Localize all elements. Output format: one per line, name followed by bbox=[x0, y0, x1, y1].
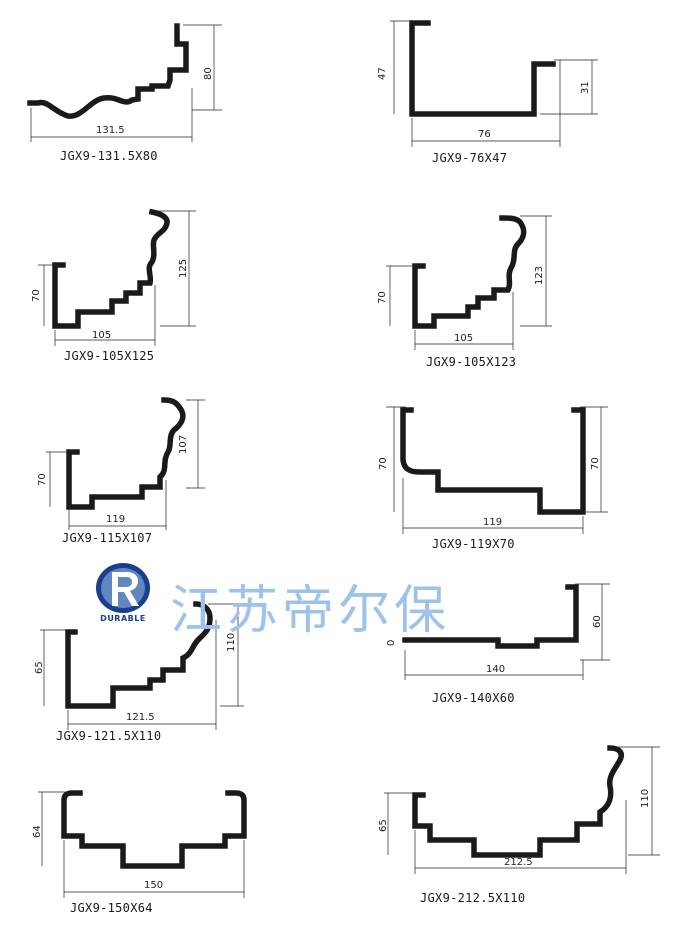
profile-p2-dims: 47 76 31 bbox=[377, 20, 598, 147]
profile-p7-outline bbox=[65, 601, 213, 709]
profile-p3-height-dim-left: 70 bbox=[31, 289, 42, 302]
profile-p2: 47 76 31 JGX9-76X47 bbox=[377, 20, 598, 165]
profile-p10-height-dim-left: 65 bbox=[378, 819, 389, 832]
profile-p3-width-dim: 105 bbox=[92, 330, 111, 341]
profile-p8-small-dim: 0 bbox=[386, 640, 397, 646]
profile-p6: 70 119 70 JGX9-119X70 bbox=[378, 406, 608, 551]
profile-p8: 0 140 60 JGX9-140X60 bbox=[386, 583, 610, 705]
profile-p10-height-dim-right: 110 bbox=[640, 789, 651, 808]
profile-p3-outline bbox=[52, 208, 170, 329]
profile-p8-width-dim: 140 bbox=[486, 664, 505, 675]
profile-p4: 70 105 123 JGX9-105X123 bbox=[377, 215, 552, 369]
profile-p5-width-dim: 119 bbox=[106, 514, 125, 525]
profile-p1-dims: 131.5 80 bbox=[30, 24, 222, 142]
logo-wordmark: DURABLE bbox=[100, 614, 146, 623]
profile-p9-width-dim: 150 bbox=[144, 880, 163, 891]
profile-p9: 64 150 JGX9-150X64 bbox=[32, 790, 247, 915]
profile-p8-label: JGX9-140X60 bbox=[432, 691, 515, 705]
profile-p7-height-dim-left: 65 bbox=[34, 661, 45, 674]
profile-p6-height-dim-left: 70 bbox=[378, 457, 389, 470]
profile-p8-height-dim-right: 60 bbox=[592, 615, 603, 628]
profile-p1: 131.5 80 JGX9-131.5X80 bbox=[27, 23, 222, 163]
profile-p4-height-dim-right: 123 bbox=[534, 266, 545, 285]
profile-p8-outline bbox=[402, 584, 579, 649]
profile-p1-width-dim: 131.5 bbox=[96, 125, 125, 136]
profile-p10: 65 212.5 110 JGX9-212.5X110 bbox=[378, 745, 660, 905]
profile-p9-label: JGX9-150X64 bbox=[70, 901, 153, 915]
profile-p2-outline bbox=[409, 20, 556, 117]
profile-p9-height-dim: 64 bbox=[32, 825, 43, 838]
profile-p10-label: JGX9-212.5X110 bbox=[420, 891, 525, 905]
profile-p3-dims: 70 105 125 bbox=[31, 210, 196, 346]
profile-p5: 70 119 107 JGX9-115X107 bbox=[37, 397, 205, 545]
profile-p5-height-dim-right: 107 bbox=[178, 435, 189, 454]
profile-p4-outline bbox=[412, 215, 527, 329]
profile-p1-outline bbox=[27, 23, 189, 119]
profile-p9-dims: 64 150 bbox=[32, 791, 245, 898]
company-name-watermark: 江苏帝尔保 bbox=[170, 581, 451, 641]
profile-p5-label: JGX9-115X107 bbox=[62, 531, 152, 545]
profile-p10-outline bbox=[412, 745, 624, 858]
profile-p6-outline bbox=[400, 407, 586, 515]
profile-p7: 65 121.5 110 JGX9-121.5X110 bbox=[34, 601, 244, 743]
profile-p7-height-dim-right: 110 bbox=[226, 633, 237, 652]
profile-p8-dims: 0 140 60 bbox=[386, 583, 610, 680]
profile-p2-height-dim-right: 31 bbox=[580, 81, 591, 94]
profile-p10-dims: 65 212.5 110 bbox=[378, 746, 660, 874]
profile-p7-label: JGX9-121.5X110 bbox=[56, 729, 161, 743]
profile-p6-width-dim: 119 bbox=[483, 517, 502, 528]
profile-p5-height-dim-left: 70 bbox=[37, 473, 48, 486]
profile-p7-dims: 65 121.5 110 bbox=[34, 603, 244, 730]
profile-p4-width-dim: 105 bbox=[454, 333, 473, 344]
profile-p6-height-dim-right: 70 bbox=[590, 457, 601, 470]
profile-p1-label: JGX9-131.5X80 bbox=[60, 149, 158, 163]
profile-p3-label: JGX9-105X125 bbox=[64, 349, 154, 363]
profile-p2-width-dim: 76 bbox=[478, 129, 491, 140]
profile-p6-dims: 70 119 70 bbox=[378, 406, 608, 534]
profile-p3-height-dim-right: 125 bbox=[178, 259, 189, 278]
profile-p4-dims: 70 105 123 bbox=[377, 215, 552, 350]
profile-p1-height-dim: 80 bbox=[203, 67, 214, 80]
profile-p2-label: JGX9-76X47 bbox=[432, 151, 507, 165]
durable-logo-icon bbox=[96, 563, 150, 613]
profile-p5-dims: 70 119 107 bbox=[37, 399, 205, 530]
profile-p10-width-dim: 212.5 bbox=[504, 857, 533, 868]
profile-p7-width-dim: 121.5 bbox=[126, 712, 155, 723]
profile-p2-height-dim-left: 47 bbox=[377, 67, 388, 80]
profile-p9-outline bbox=[61, 790, 247, 869]
profile-p3: 70 105 125 JGX9-105X125 bbox=[31, 208, 196, 363]
profile-p5-outline bbox=[66, 397, 186, 510]
profile-p4-height-dim-left: 70 bbox=[377, 291, 388, 304]
profile-p6-label: JGX9-119X70 bbox=[432, 537, 515, 551]
profile-p4-label: JGX9-105X123 bbox=[426, 355, 516, 369]
